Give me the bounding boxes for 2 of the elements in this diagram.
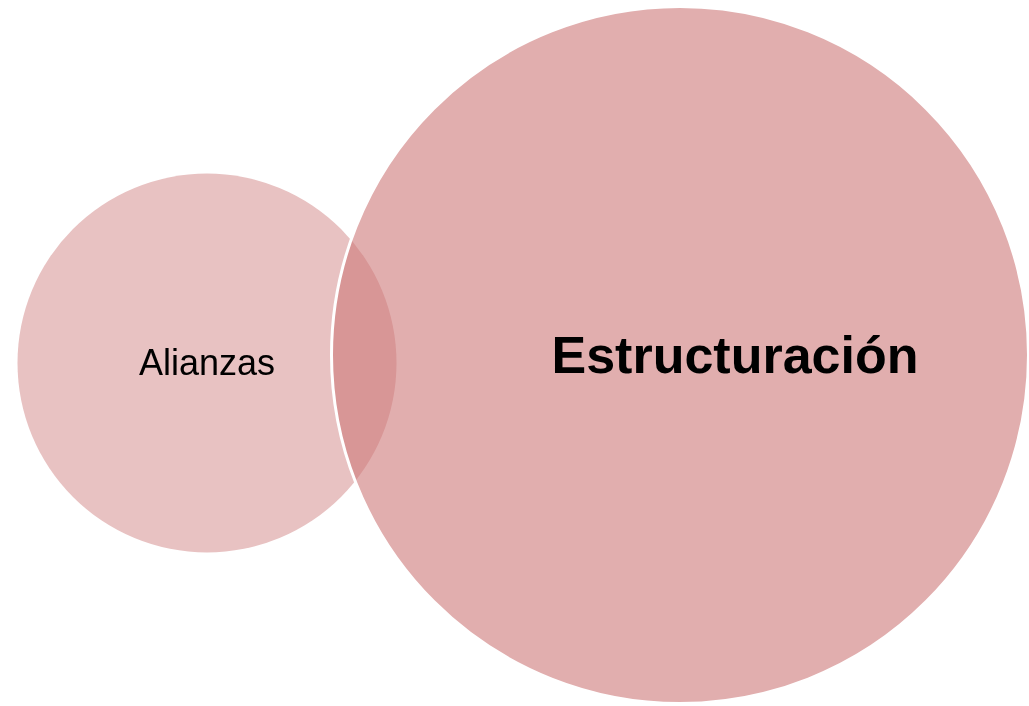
circle-label: Estructuración — [551, 325, 919, 385]
circle-label: Alianzas — [138, 342, 276, 384]
